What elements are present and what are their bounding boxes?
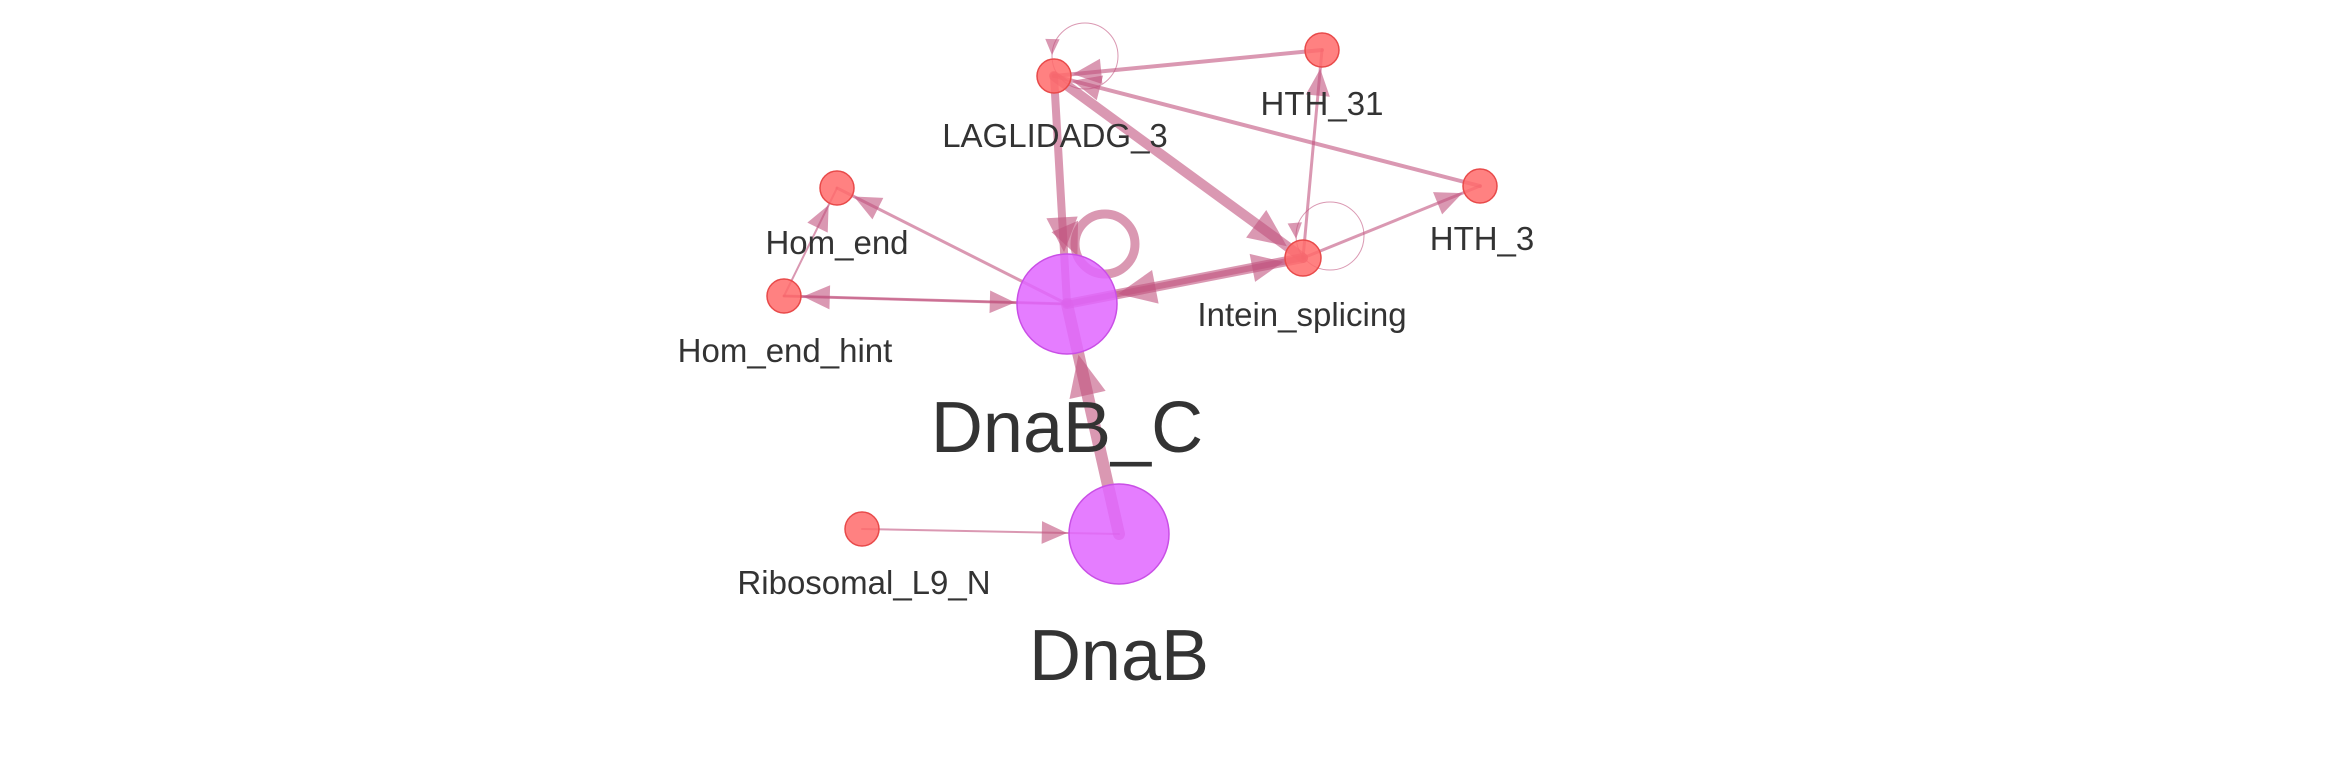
edge-hom-end-hint-to-dnab-c-arrow xyxy=(989,290,1016,314)
node-label-hom-end: Hom_end xyxy=(765,224,908,261)
edge-dnab-c-to-hom-end-arrow xyxy=(853,196,884,220)
edge-dnab-c-to-dnab-c-arrow xyxy=(1051,220,1079,256)
node-laglidadg-3[interactable] xyxy=(1036,58,1072,94)
node-dnab-c[interactable] xyxy=(1016,253,1118,355)
node-ribosomal-l9-n[interactable] xyxy=(844,511,880,547)
edge-hth-3-to-laglidadg-3 xyxy=(1052,74,1482,188)
node-label-hth-3: HTH_3 xyxy=(1430,220,1535,257)
node-intein-splicing[interactable] xyxy=(1284,239,1322,277)
node-label-ribosomal-l9-n: Ribosomal_L9_N xyxy=(737,564,990,601)
node-label-intein-splicing: Intein_splicing xyxy=(1197,296,1406,333)
edge-dnab-to-dnab-c-arrow xyxy=(1069,354,1106,399)
edge-intein-splicing-to-intein-splicing-arrow xyxy=(1287,222,1302,239)
edge-laglidadg-3-to-laglidadg-3-arrow xyxy=(1045,38,1060,56)
node-hth-31[interactable] xyxy=(1304,32,1340,68)
edge-hom-end-hint-to-hom-end-arrow xyxy=(807,205,829,233)
node-hom-end-hint[interactable] xyxy=(766,278,802,314)
node-dnab[interactable] xyxy=(1068,483,1170,585)
edge-hth-3-to-laglidadg-3-arrow xyxy=(1072,75,1104,101)
edge-intein-splicing-to-hth-3-arrow xyxy=(1433,192,1463,215)
nodes-layer xyxy=(766,32,1498,585)
node-label-dnab: DnaB xyxy=(1029,616,1209,696)
node-hth-3[interactable] xyxy=(1462,168,1498,204)
node-label-dnab-c: DnaB_C xyxy=(931,388,1203,468)
node-label-laglidadg-3: LAGLIDADG_3 xyxy=(942,117,1168,154)
edge-ribosomal-l9-n-to-dnab-arrow xyxy=(1041,521,1068,544)
node-hom-end[interactable] xyxy=(819,170,855,206)
node-label-hom-end-hint: Hom_end_hint xyxy=(678,332,893,369)
node-label-hth-31: HTH_31 xyxy=(1261,85,1384,122)
edge-dnab-c-to-intein-splicing-arrow xyxy=(1249,253,1284,282)
edge-laglidadg-3-to-intein-splicing-arrow xyxy=(1246,209,1287,247)
edge-intein-splicing-to-hth-31-arrow xyxy=(1305,68,1330,97)
edge-intein-splicing-to-dnab-c-arrow xyxy=(1118,269,1159,304)
